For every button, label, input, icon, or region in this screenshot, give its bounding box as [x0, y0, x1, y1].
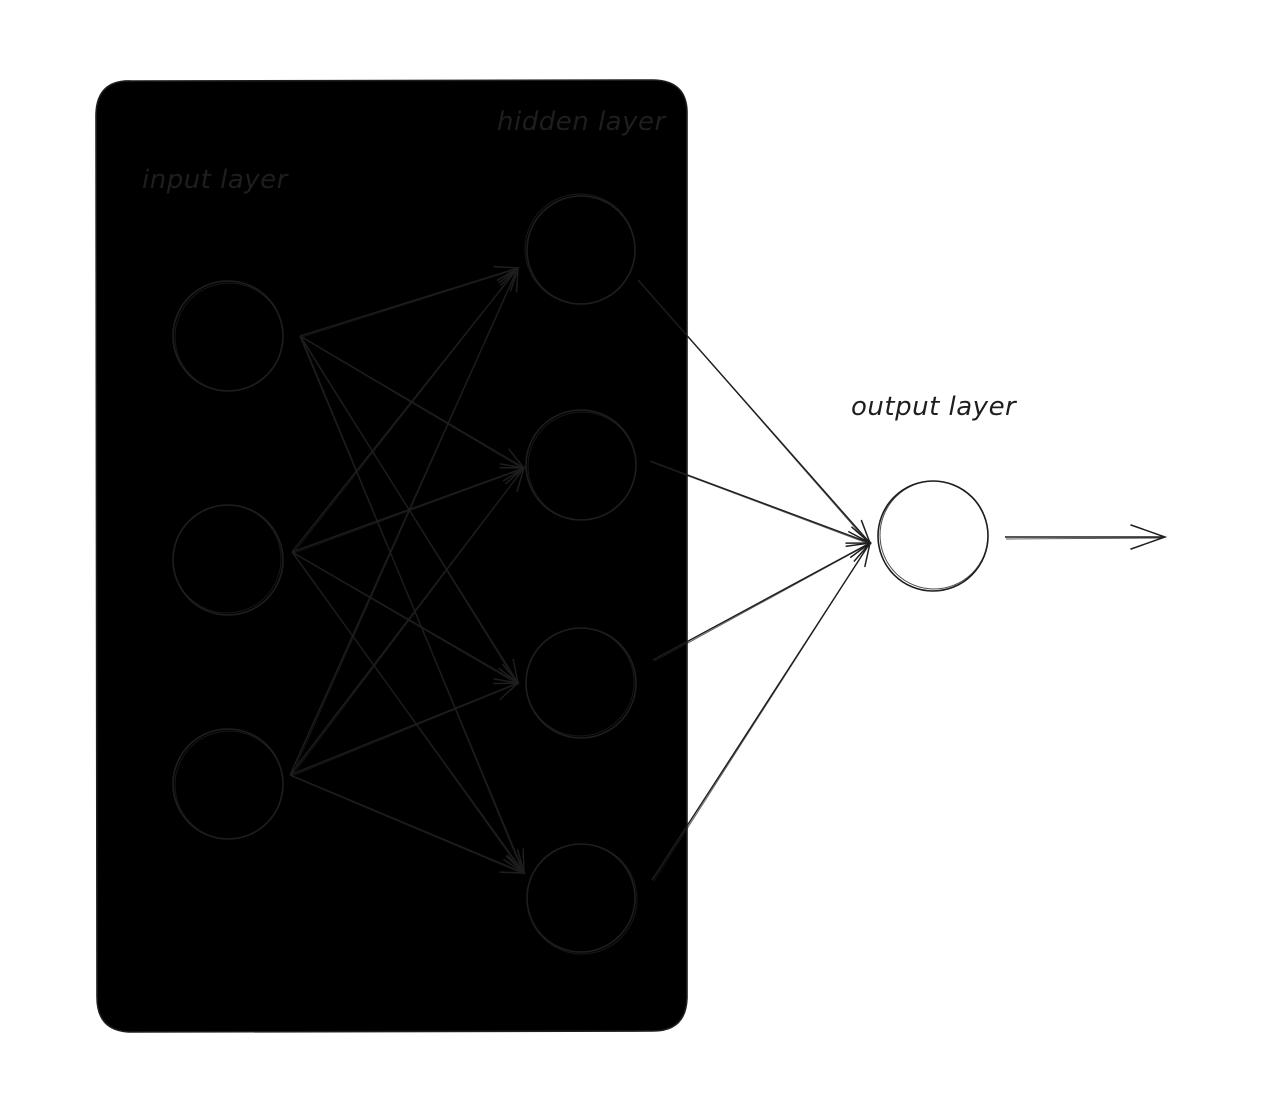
input-neuron-2	[172, 504, 284, 616]
hidden-layer-label: hidden layer	[497, 107, 667, 137]
connection-input3-hidden3	[289, 682, 520, 777]
connection-input3-hidden4	[289, 774, 526, 875]
hidden-layer-neurons	[524, 193, 638, 955]
input-hidden-connections	[289, 265, 527, 875]
output-neuron-1	[877, 480, 989, 592]
input-layer-neurons	[172, 280, 284, 840]
connection-input3-hidden1	[289, 266, 519, 777]
hidden-neuron-3	[525, 627, 637, 739]
connection-hidden4-output1	[651, 541, 872, 882]
hidden-neuron-2	[525, 409, 637, 521]
hidden-neuron-4	[526, 843, 638, 955]
input-neuron-1	[172, 280, 284, 392]
hidden-output-connections	[637, 279, 872, 882]
output-arrow	[1005, 524, 1168, 550]
output-layer-label: output layer	[851, 392, 1018, 422]
connection-input3-hidden2	[289, 466, 526, 777]
hidden-neuron-1	[524, 193, 636, 305]
input-neuron-3	[172, 728, 284, 840]
input-layer-label: input layer	[142, 165, 290, 195]
output-layer-neurons	[877, 480, 989, 592]
